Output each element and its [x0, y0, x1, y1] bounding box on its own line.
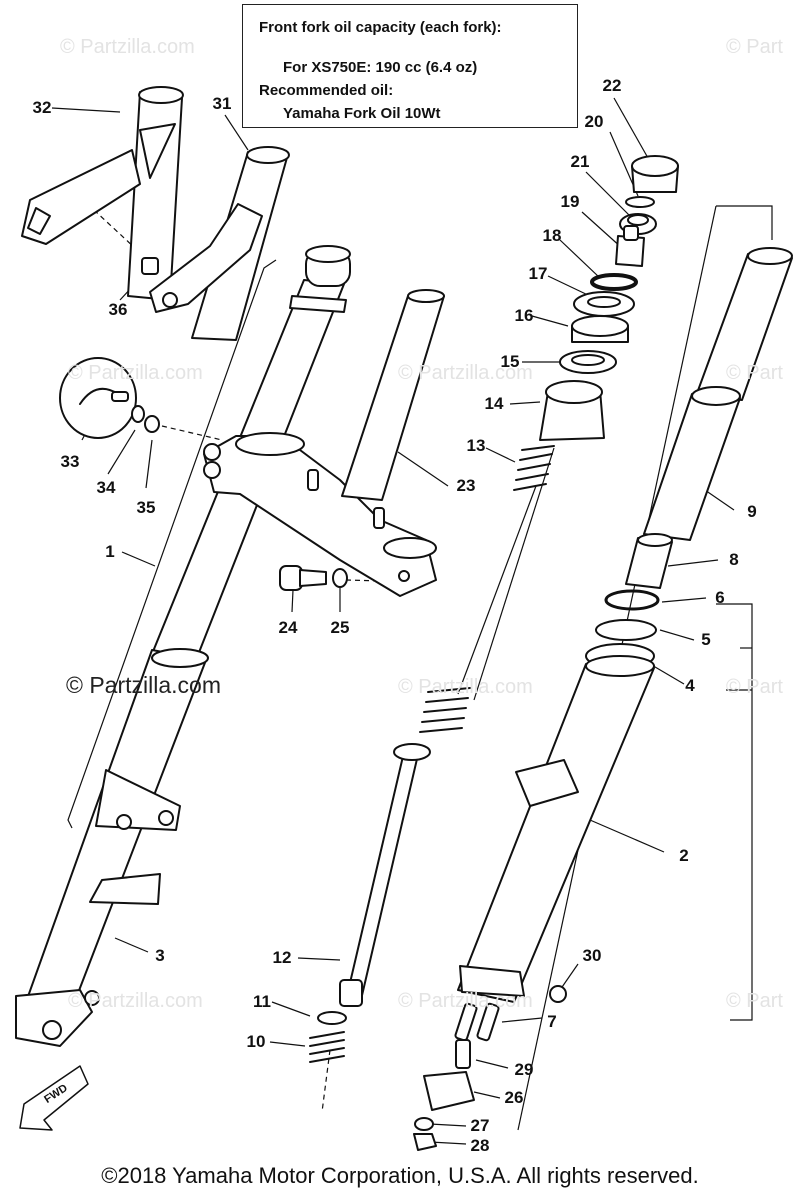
callout-2: 2: [679, 846, 689, 865]
part-washer-27: [414, 1117, 434, 1131]
callout-27: 27: [470, 1116, 490, 1135]
part-axle-holder: [423, 1071, 475, 1111]
part-axle-studs: [454, 1002, 500, 1042]
callout-4: 4: [685, 676, 695, 695]
part-headlight-stay-left: [21, 86, 184, 301]
part-fork-spring: [419, 445, 555, 733]
watermark: © Part: [726, 676, 783, 698]
watermark: © Partzilla.com: [68, 362, 203, 384]
callout-21: 21: [570, 152, 590, 171]
callout-29: 29: [514, 1060, 534, 1079]
callout-18: 18: [542, 226, 562, 245]
callout-25: 25: [330, 618, 350, 637]
part-bolt: [279, 565, 327, 591]
watermark: © Partzilla.com: [60, 36, 195, 58]
part-oil-seal-spacer: [625, 533, 673, 589]
part-bolt-29: [455, 1039, 471, 1069]
callout-10: 10: [246, 1032, 266, 1051]
callout-6: 6: [715, 588, 725, 607]
watermark: © Part: [726, 36, 783, 58]
part-cap-bolt: [631, 155, 679, 193]
part-circlip: [625, 196, 655, 208]
callout-3: 3: [155, 946, 165, 965]
part-dust-seal-cone: [539, 380, 605, 441]
watermark: © Partzilla.com: [398, 990, 533, 1012]
part-circlip-6: [604, 589, 660, 611]
callout-23: 23: [456, 476, 476, 495]
callout-33: 33: [60, 452, 80, 471]
callout-30: 30: [582, 946, 602, 965]
callout-12: 12: [272, 948, 292, 967]
part-rebound-spring-ring: [317, 1011, 347, 1025]
part-fork-cover-upper: [695, 247, 793, 401]
part-damper-rod: [339, 743, 431, 1007]
part-ball-race-lower: [559, 350, 617, 374]
part-stem-nut: [615, 225, 645, 267]
callout-13: 13: [466, 436, 486, 455]
part-clip: [141, 257, 159, 275]
spec-capacity: For XS750E: 190 cc (6.4 oz): [283, 59, 478, 76]
callout-35: 35: [136, 498, 156, 517]
callout-11: 11: [253, 992, 271, 1011]
callout-15: 15: [500, 352, 520, 371]
callout-8: 8: [729, 550, 739, 569]
part-fork-cover: [643, 386, 741, 541]
callout-22: 22: [602, 76, 622, 95]
fwd-arrow-icon: [19, 1065, 89, 1131]
callout-14: 14: [484, 394, 504, 413]
spec-title: Front fork oil capacity (each fork):: [259, 19, 502, 36]
part-under-bracket: [203, 289, 445, 597]
callout-31: 31: [212, 94, 232, 113]
part-drain-bolt: [549, 985, 567, 1003]
spec-oil-type: Yamaha Fork Oil 10Wt: [283, 105, 441, 122]
callout-5: 5: [701, 630, 711, 649]
watermark: © Partzilla.com: [398, 676, 533, 698]
copyright-footer: ©2018 Yamaha Motor Corporation, U.S.A. A…: [101, 1163, 699, 1188]
callout-32: 32: [32, 98, 52, 117]
spec-oil-label: Recommended oil:: [259, 82, 394, 99]
part-washer-5: [595, 619, 657, 641]
callout-34: 34: [96, 478, 116, 497]
watermark: © Part: [726, 990, 783, 1012]
part-outer-tube-right: [457, 655, 655, 1003]
callout-7: 7: [547, 1012, 557, 1031]
callout-16: 16: [514, 306, 534, 325]
callout-19: 19: [560, 192, 580, 211]
part-headlight-stay-right: [149, 146, 290, 341]
watermark-main: © Partzilla.com: [66, 672, 221, 698]
callout-36: 36: [108, 300, 128, 319]
part-nut-28: [413, 1133, 437, 1151]
callout-24: 24: [278, 618, 298, 637]
part-nut-35: [144, 415, 160, 433]
watermark: © Partzilla.com: [398, 362, 533, 384]
callout-17: 17: [528, 264, 548, 283]
part-bearing-cover: [573, 291, 635, 317]
watermark: © Part: [726, 362, 783, 384]
part-washer: [131, 405, 145, 423]
part-o-ring: [590, 273, 638, 291]
callout-28: 28: [470, 1136, 490, 1155]
callout-1: 1: [105, 542, 115, 561]
part-ball-race-upper: [571, 315, 629, 343]
callout-9: 9: [747, 502, 757, 521]
part-lock-washer: [332, 568, 348, 588]
alignment-lines: [93, 209, 419, 1113]
part-rebound-spring: [309, 1031, 345, 1063]
oil-spec-box: Front fork oil capacity (each fork): For…: [242, 4, 578, 128]
callout-20: 20: [584, 112, 604, 131]
callout-26: 26: [504, 1088, 524, 1107]
watermark: © Partzilla.com: [68, 990, 203, 1012]
part-reflector-plate: [59, 357, 137, 439]
